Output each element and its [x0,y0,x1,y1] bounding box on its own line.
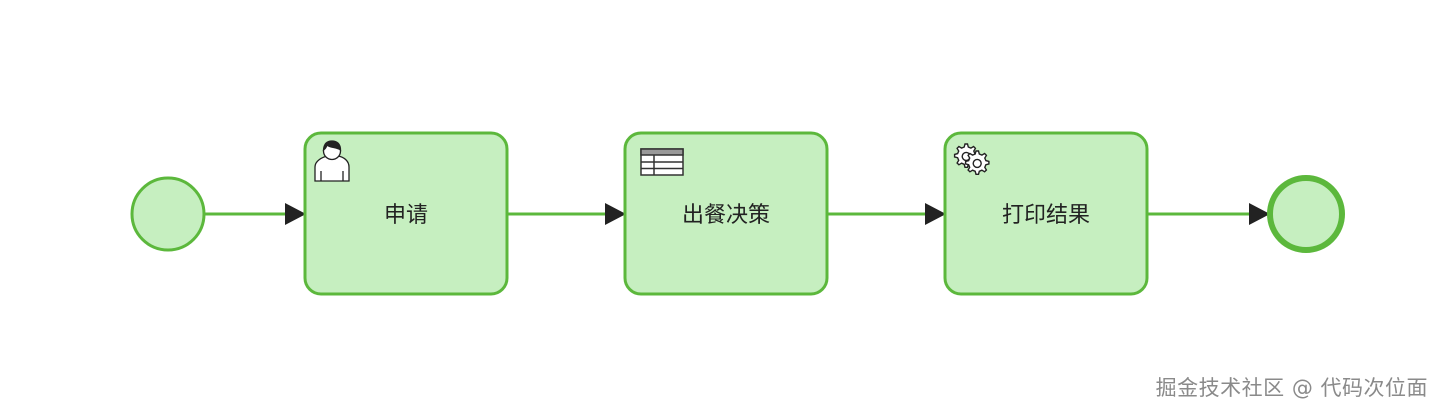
arrow-icon [605,203,626,225]
arrow-icon [925,203,946,225]
task-label: 申请 [384,203,428,228]
arrow-icon [285,203,306,225]
service-task[interactable]: 打印结果 [943,131,1149,296]
arrow-icon [1249,203,1270,225]
business-rule-task[interactable]: 出餐决策 [623,131,829,296]
gear-icon [953,143,990,175]
start-event[interactable] [130,176,206,252]
task-label: 出餐决策 [682,203,770,228]
sequence-flows [205,203,1270,225]
table-icon [640,148,684,176]
task-label: 打印结果 [1002,203,1090,228]
user-icon [314,140,350,182]
user-task[interactable]: 申请 [303,131,509,296]
end-event[interactable] [1267,175,1345,253]
watermark: 掘金技术社区 @ 代码次位面 [1155,376,1428,400]
